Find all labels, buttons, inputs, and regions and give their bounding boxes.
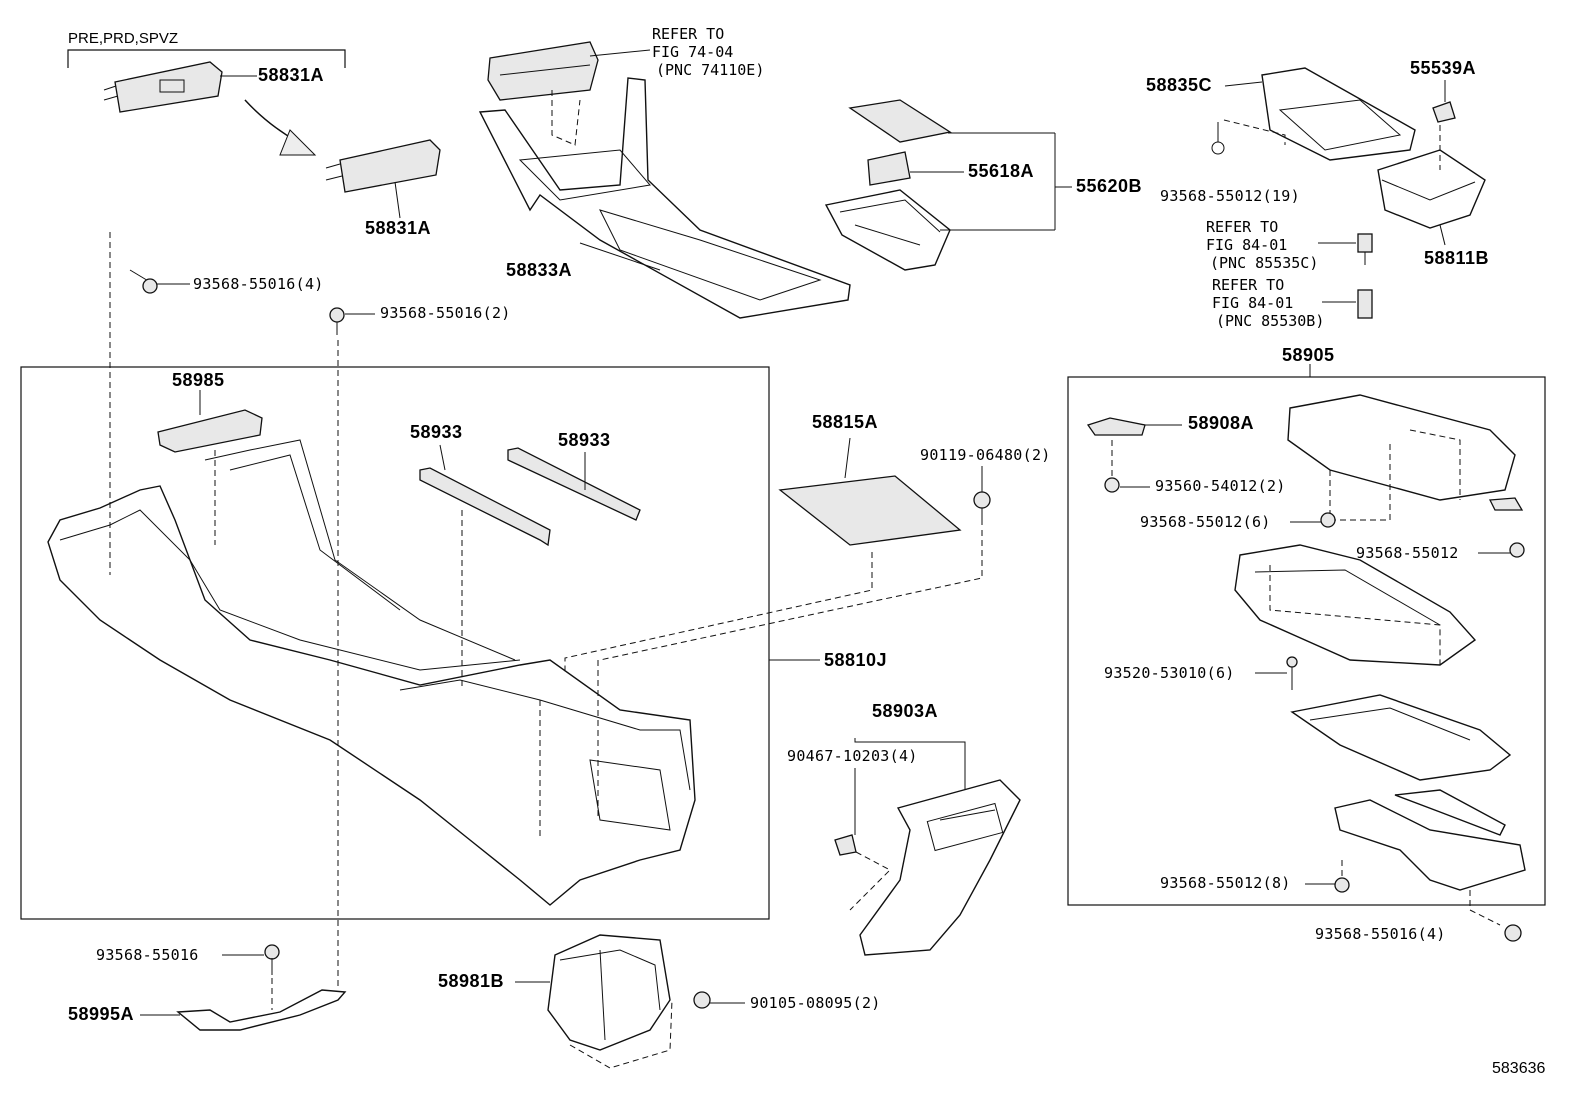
label-93568-55012-6: 93568-55012(6): [1140, 513, 1271, 531]
frame-58810J: [20, 366, 820, 920]
part-58905-mechanism: [1290, 694, 1526, 942]
variant-bracket: [67, 49, 346, 68]
label-90105-08095-2: 90105-08095(2): [750, 994, 881, 1012]
part-58905-lid: [1287, 394, 1516, 521]
screw-93568-55016-2: [329, 307, 375, 990]
part-58908A: [1086, 417, 1182, 493]
refer-fig-84-01a-line3: (PNC 85535C): [1210, 254, 1319, 272]
label-90467-10203-4: 90467-10203(4): [787, 747, 918, 765]
part-58933-strips: [419, 444, 641, 690]
part-58835C-tray: [1211, 67, 1416, 161]
label-93520-53010-6: 93520-53010(6): [1104, 664, 1235, 682]
variant-label: PRE,PRD,SPVZ: [68, 30, 179, 47]
ref-84-01-parts: [1318, 233, 1373, 319]
part-58815A-pad: [564, 437, 962, 675]
label-58815A: 58815A: [812, 412, 879, 432]
refer-fig-74-04-line2: FIG 74-04: [652, 43, 734, 61]
screw-90119-06480: [599, 466, 991, 661]
refer-fig-74-04-line1: REFER TO: [652, 25, 725, 43]
label-90119-06480-2: 90119-06480(2): [920, 446, 1051, 464]
figure-number: 583636: [1492, 1060, 1546, 1077]
refer-fig-84-01a-line1: REFER TO: [1206, 218, 1279, 236]
label-58811B: 58811B: [1424, 248, 1490, 268]
part-58811B-box: [1377, 80, 1486, 246]
label-58933-a: 58933: [410, 422, 463, 442]
part-58981B-cupholder: [515, 934, 745, 1069]
label-58905: 58905: [1282, 345, 1335, 365]
label-58933-b: 58933: [558, 430, 611, 450]
label-58831A-top: 58831A: [258, 65, 325, 85]
label-58908A: 58908A: [1188, 413, 1255, 433]
label-58831A-bottom: 58831A: [365, 218, 432, 238]
part-58831A-top: [103, 61, 257, 113]
screws-58905: [1255, 497, 1525, 893]
label-58833A: 58833A: [506, 260, 573, 280]
refer-fig-84-01b-line1: REFER TO: [1212, 276, 1285, 294]
label-58903A: 58903A: [872, 701, 939, 721]
arrow-icon: [244, 99, 317, 156]
label-58981B: 58981B: [438, 971, 505, 991]
part-58905-inner-tray: [1234, 544, 1477, 666]
part-58903A-panel: [834, 738, 1021, 956]
part-58995A-bracket: [140, 944, 347, 1031]
label-93568-55012: 93568-55012: [1356, 544, 1459, 562]
label-93560-54012-2: 93560-54012(2): [1155, 477, 1286, 495]
refer-fig-74-04-line3: (PNC 74110E): [656, 61, 765, 79]
label-93568-55016-4-bottom: 93568-55016(4): [1315, 925, 1446, 943]
screw-93568-55016-4-top: [109, 232, 190, 575]
refer-fig-84-01b-line2: FIG 84-01: [1212, 294, 1294, 312]
label-93568-55016-2: 93568-55016(2): [380, 304, 511, 322]
label-93568-55016-4-top: 93568-55016(4): [193, 275, 324, 293]
label-58995A: 58995A: [68, 1004, 135, 1024]
part-58831A-bottom: [325, 139, 441, 219]
label-55618A: 55618A: [968, 161, 1035, 181]
part-58985: [157, 390, 263, 545]
label-58985: 58985: [172, 370, 225, 390]
part-58810J-console: [47, 439, 696, 906]
frame-58905: [1067, 364, 1546, 906]
label-58835C: 58835C: [1146, 75, 1213, 95]
label-93568-55012-8: 93568-55012(8): [1160, 874, 1291, 892]
refer-fig-84-01a-line2: FIG 84-01: [1206, 236, 1288, 254]
label-55539A: 55539A: [1410, 58, 1477, 78]
label-55620B: 55620B: [1076, 176, 1143, 196]
display-housing: [487, 41, 651, 146]
refer-fig-84-01b-line3: (PNC 85530B): [1216, 312, 1325, 330]
label-58810J: 58810J: [824, 650, 888, 670]
label-93568-55012-19: 93568-55012(19): [1160, 187, 1300, 205]
label-93568-55016: 93568-55016: [96, 946, 199, 964]
part-58833A-panel: [478, 77, 851, 319]
part-55620B-group: [824, 99, 1072, 271]
